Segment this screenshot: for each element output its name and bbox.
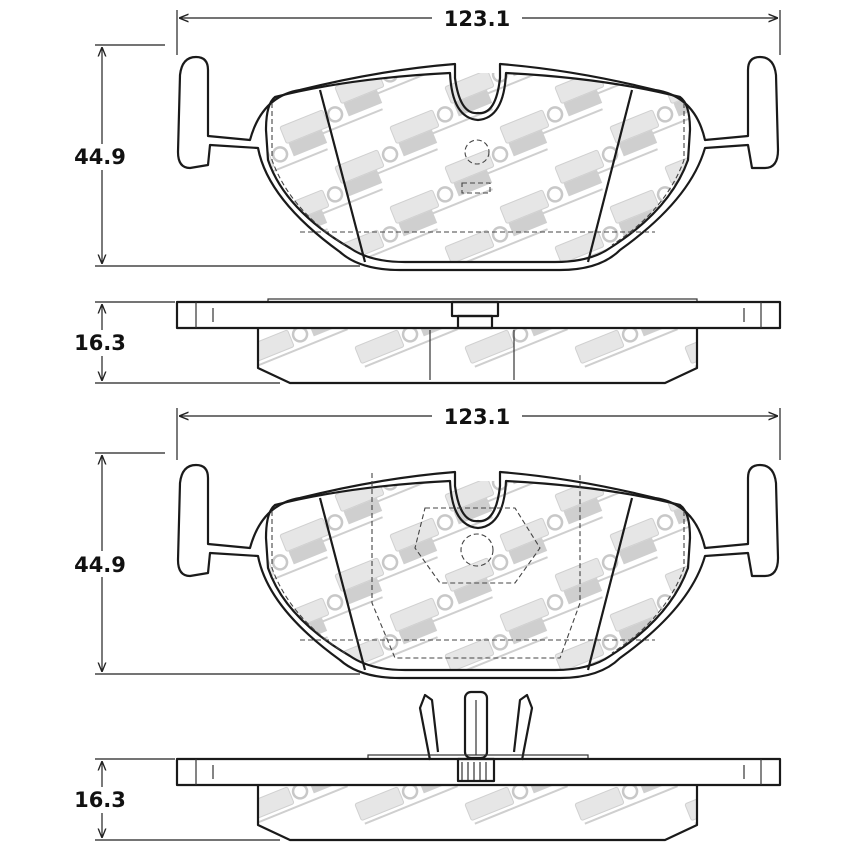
thickness-dimension-bottom: 16.3: [70, 758, 280, 841]
watermark-logo: [258, 785, 348, 825]
watermark-logo: [444, 129, 548, 188]
watermark-logo: [664, 148, 690, 188]
watermark-logo: [609, 577, 690, 636]
thickness-dimension-top: 16.3: [70, 301, 280, 384]
watermark-logo: [444, 537, 548, 596]
watermark-side-top: [258, 328, 697, 368]
watermark-logo: [554, 537, 658, 596]
width-label: 123.1: [444, 405, 510, 429]
watermark-logo: [499, 577, 603, 636]
watermark-logo: [389, 497, 493, 556]
watermark-logo: [334, 537, 438, 596]
pad-face-view-top: [176, 55, 780, 272]
watermark-logo: [444, 617, 548, 670]
spring-clip-right: [512, 693, 534, 761]
watermark-logo: [266, 129, 328, 188]
thickness-label: 16.3: [74, 788, 126, 812]
watermark-logo: [258, 328, 348, 368]
height-label: 44.9: [74, 553, 126, 577]
height-dimension-top: 44.9: [70, 44, 360, 267]
watermark-logo: [574, 328, 678, 368]
watermark-logo: [389, 169, 493, 228]
width-dimension-top: 123.1: [176, 6, 781, 55]
watermark-bottom: [266, 481, 690, 670]
watermark-logo: [266, 617, 328, 670]
watermark-logo: [464, 328, 568, 368]
spring-clip-left: [418, 693, 440, 761]
watermark-logo: [574, 785, 678, 825]
pad-face-view-bottom: [176, 463, 780, 680]
watermark-logo: [389, 89, 493, 148]
watermark-logo: [444, 209, 548, 262]
watermark-logo: [354, 328, 458, 368]
watermark-logo: [334, 129, 438, 188]
watermark-logo: [266, 537, 328, 596]
thickness-label: 16.3: [74, 331, 126, 355]
watermark-logo: [609, 169, 690, 228]
watermark-logo: [664, 636, 690, 670]
watermark-logo: [684, 328, 697, 368]
width-label: 123.1: [444, 7, 510, 31]
watermark-logo: [499, 169, 603, 228]
watermark-logo: [266, 209, 328, 262]
watermark-logo: [279, 497, 383, 556]
height-dimension-bottom: 44.9: [70, 452, 360, 675]
watermark-logo: [464, 785, 568, 825]
watermark-logo: [499, 89, 603, 148]
watermark-logo: [499, 497, 603, 556]
pad-side-view-bottom: [175, 690, 782, 842]
watermark-logo: [279, 577, 383, 636]
width-dimension-bottom: 123.1: [176, 404, 781, 460]
watermark-logo: [279, 169, 383, 228]
pad-side-view-top: [175, 298, 782, 385]
watermark-logo: [664, 228, 690, 262]
watermark-logo: [389, 577, 493, 636]
watermark-logo: [554, 129, 658, 188]
watermark-logo: [354, 785, 458, 825]
watermark-side-bottom: [258, 785, 697, 825]
watermark-logo: [684, 785, 697, 825]
height-label: 44.9: [74, 145, 126, 169]
watermark-logo: [664, 556, 690, 596]
